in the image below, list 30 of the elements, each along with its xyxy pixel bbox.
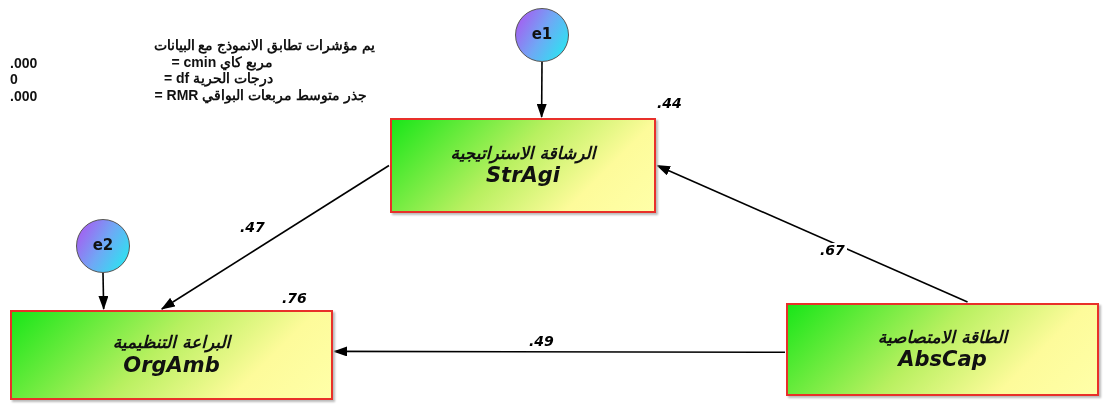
variable-box (786, 303, 1099, 396)
r-squared-value: .44 (656, 96, 683, 110)
arrow (536, 61, 547, 118)
fit-index-value: 0 (10, 72, 18, 86)
fit-index-name: درجات الحرية df = (163, 71, 273, 85)
variable-box (390, 118, 656, 213)
r-squared-value: .76 (281, 291, 308, 305)
path-coefficient: .67 (818, 243, 847, 257)
variable-box (10, 310, 333, 400)
fit-index-value: .000 (10, 56, 38, 70)
variable-name: الطاقة الامتصاصية (877, 327, 1008, 348)
arrow (656, 164, 969, 303)
variable-code: OrgAmb (123, 352, 220, 377)
variable-name: الرشاقة الاستراتيجية (450, 143, 596, 164)
variable-code: AbsCap (898, 347, 987, 372)
variable-name: البراعة التنظيمية (112, 333, 231, 353)
arrow (160, 164, 390, 310)
path-coefficient: .47 (238, 220, 267, 234)
error-circle (515, 8, 569, 62)
path-coefficient: .49 (527, 334, 556, 348)
variable-code: StrAgi (486, 163, 560, 188)
error-circle (76, 219, 130, 273)
arrow (333, 346, 786, 357)
error-label: e1 (531, 26, 553, 44)
arrow (98, 272, 109, 310)
fit-index-value: .000 (10, 89, 38, 103)
fit-indices-heading: يم مؤشرات تطابق الانموذج مع البيانات (153, 38, 375, 52)
fit-index-name: مربع كاي cmin = (171, 55, 273, 69)
fit-index-name: جذر متوسط مربعات البواقي RMR = (154, 88, 367, 102)
error-label: e2 (92, 237, 114, 255)
